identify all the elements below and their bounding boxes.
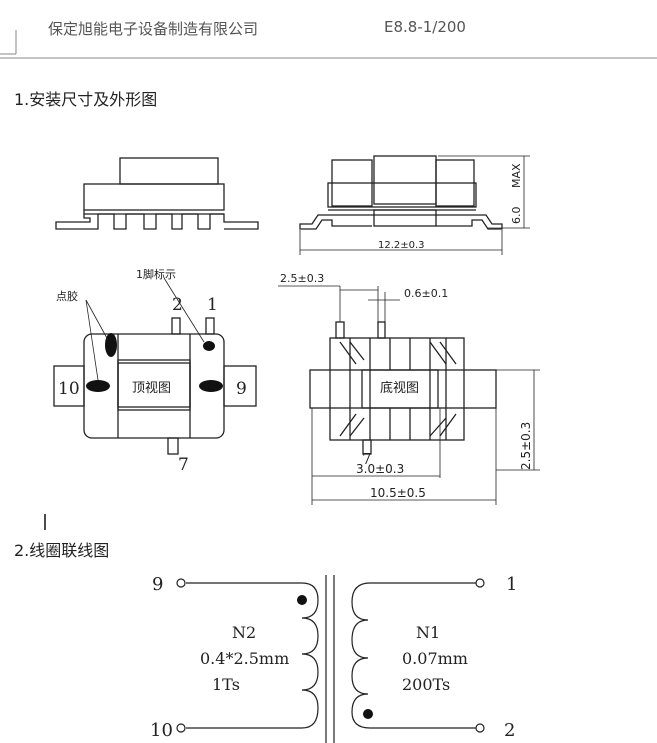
company-name: 保定旭能电子设备制造有限公司 [48, 20, 259, 38]
glue-label: 点胶 [56, 289, 78, 303]
header-rule [0, 30, 657, 59]
n1-turns: 200Ts [402, 675, 450, 694]
pin-label-9: 9 [236, 379, 247, 399]
polarity-dots [297, 595, 373, 719]
dim-width-label: 12.2±0.3 [378, 240, 425, 251]
pin-label-1: 1 [207, 295, 218, 315]
n1-name: N1 [416, 623, 440, 642]
dim-10-5-label: 10.5±0.5 [370, 486, 426, 500]
side-view-drawing [55, 157, 259, 230]
dim-3-label: 3.0±0.3 [356, 462, 404, 476]
bottom-view-label: 底视图 [380, 380, 419, 396]
bottom-pin-label-7: 7 [362, 450, 372, 468]
pin-label-7: 7 [178, 455, 189, 475]
dim-pin-width-label: 0.6±0.1 [404, 287, 448, 300]
section-1-title: 1.安装尺寸及外形图 [14, 90, 158, 109]
section-2-title: 2.线圈联线图 [14, 541, 110, 560]
n2-wire: 0.4*2.5mm [200, 649, 289, 668]
bottom-view-dimensions [278, 285, 540, 505]
front-view-drawing [299, 155, 503, 230]
pin-label-10: 10 [58, 379, 80, 399]
n2-name: N2 [232, 623, 256, 642]
bottom-view-drawing [309, 321, 497, 455]
top-view-label: 顶视图 [132, 381, 171, 396]
winding-pin-10: 10 [150, 720, 173, 741]
dim-height-label: 6.0 [510, 207, 523, 225]
dim-pitch-label: 2.5±0.3 [280, 272, 324, 285]
top-view-drawing [53, 317, 257, 455]
dim-2-5-vert-label: 2.5±0.3 [519, 422, 533, 470]
winding-pin-1: 1 [506, 574, 517, 595]
n2-turns: 1Ts [212, 675, 240, 694]
pin-label-2: 2 [172, 295, 183, 315]
winding-pin-9: 9 [152, 574, 163, 595]
glue-dots [86, 333, 223, 392]
model-number: E8.8-1/200 [384, 18, 466, 36]
glue-leader-lines [85, 277, 205, 381]
winding-diagram [186, 575, 476, 743]
dim-max-label: MAX [510, 163, 523, 188]
pin1-mark-label: 1脚标示 [136, 267, 176, 281]
winding-pin-2: 2 [504, 720, 515, 741]
terminal-circles [176, 578, 485, 733]
front-view-dimensions [299, 155, 530, 255]
n1-wire: 0.07mm [402, 649, 468, 668]
